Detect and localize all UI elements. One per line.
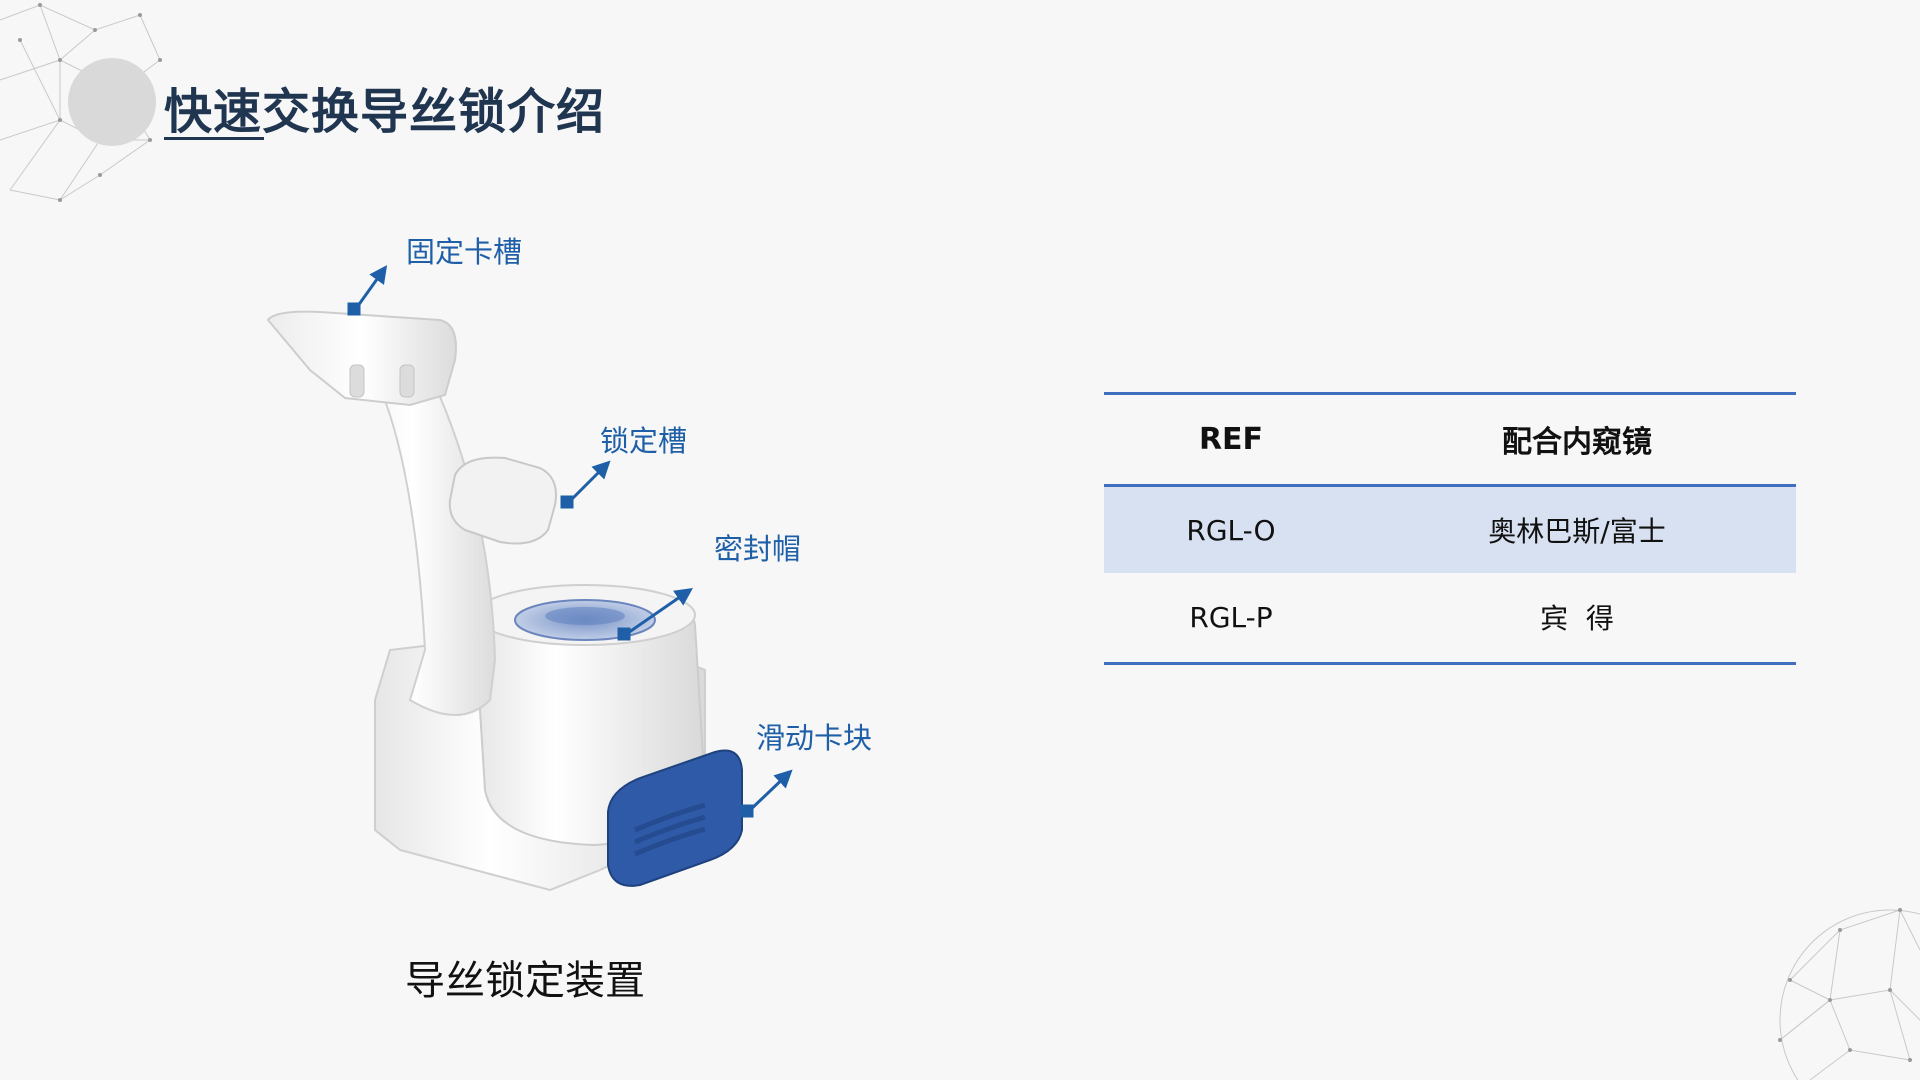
slide-title: 快速交换导丝锁介绍 bbox=[164, 84, 606, 140]
callout-seal-cap: 密封帽 bbox=[714, 532, 802, 566]
cell-ref: RGL-O bbox=[1186, 513, 1276, 547]
table-row: RGL-P 宾 得 bbox=[1104, 574, 1796, 660]
arrow-slide-block bbox=[746, 769, 793, 814]
device-caption: 导丝锁定装置 bbox=[405, 958, 645, 1004]
table-top-rule bbox=[1104, 392, 1796, 395]
arrow-seal-cap bbox=[624, 587, 693, 637]
title-decoration-circle bbox=[68, 58, 156, 146]
title-underline bbox=[164, 137, 264, 140]
table-header-rule bbox=[1104, 484, 1796, 487]
callout-fixed-slot: 固定卡槽 bbox=[406, 235, 523, 269]
header-ref: REF bbox=[1198, 421, 1264, 457]
network-globe-decoration-bottom-right bbox=[1778, 908, 1920, 1080]
table-header-row: REF 配合内窥镜 bbox=[1104, 396, 1796, 482]
callout-slide-block: 滑动卡块 bbox=[756, 721, 873, 755]
cell-endoscope: 奥林巴斯/富士 bbox=[1488, 515, 1666, 548]
guidewire-lock-device-illustration bbox=[266, 310, 743, 892]
callout-lock-slot: 锁定槽 bbox=[600, 424, 688, 458]
table-bottom-rule bbox=[1104, 662, 1796, 665]
cell-endoscope: 宾 得 bbox=[1540, 602, 1614, 635]
header-compatible-endoscope: 配合内窥镜 bbox=[1502, 425, 1652, 460]
cell-ref: RGL-P bbox=[1189, 600, 1273, 634]
table-row: RGL-O 奥林巴斯/富士 bbox=[1104, 487, 1796, 573]
arrow-lock-slot bbox=[566, 460, 611, 505]
